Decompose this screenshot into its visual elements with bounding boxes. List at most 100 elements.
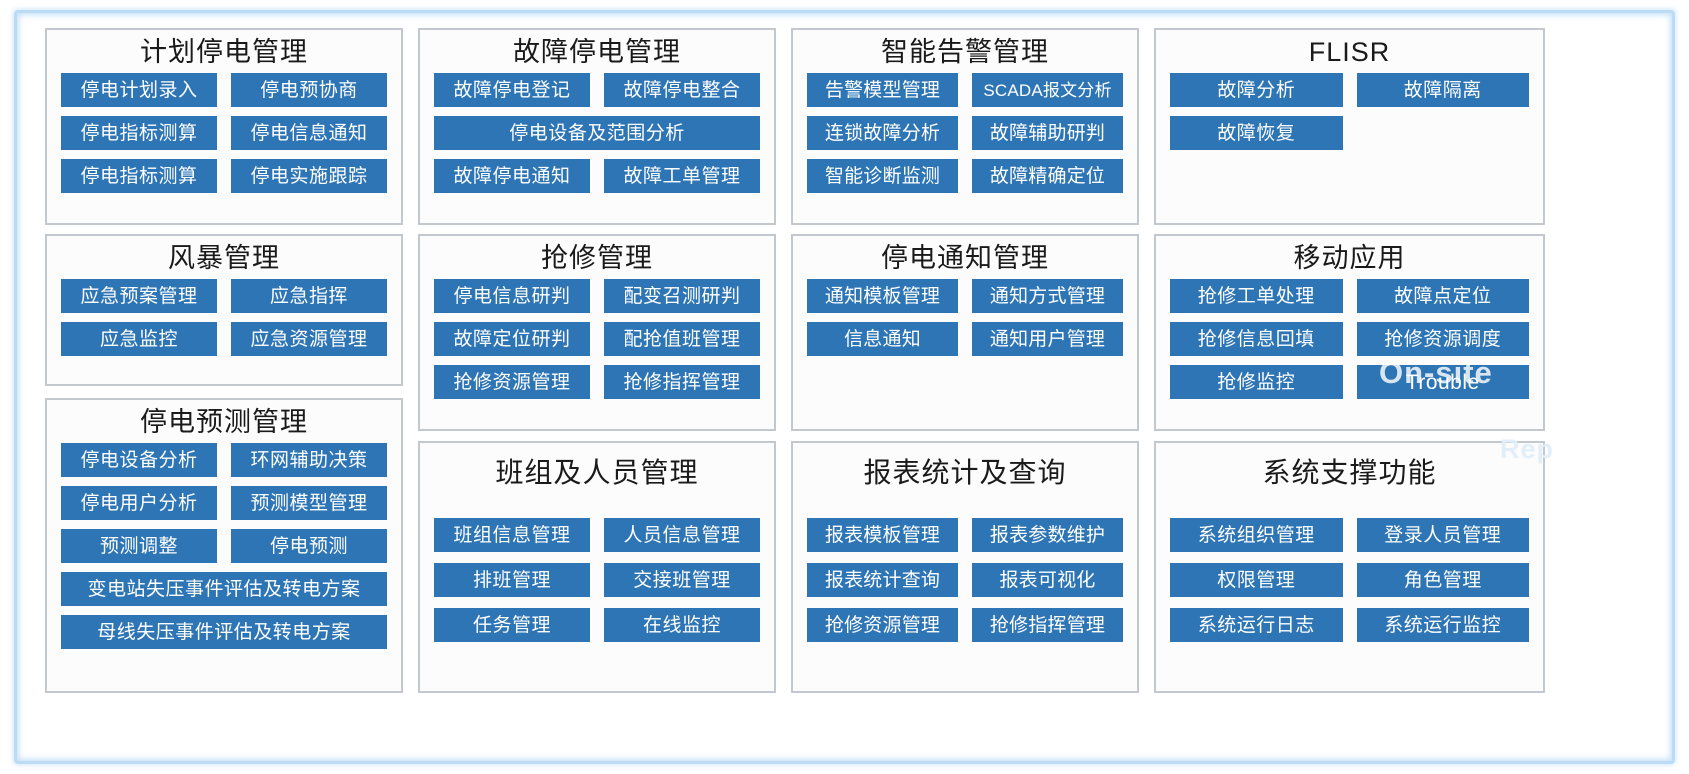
- module-button[interactable]: 抢修资源管理: [807, 608, 958, 643]
- module-button[interactable]: 停电指标测算: [61, 159, 217, 194]
- module-button[interactable]: 故障工单管理: [604, 159, 760, 194]
- panel-outage-forecast[interactable]: 停电预测管理 停电设备分析 环网辅助决策 停电用户分析 预测模型管理 预测调整 …: [45, 398, 403, 693]
- module-button[interactable]: 报表可视化: [972, 563, 1123, 598]
- module-button[interactable]: 故障停电整合: [604, 73, 760, 108]
- panel-title: 计划停电管理: [140, 37, 308, 67]
- module-button[interactable]: 智能诊断监测: [807, 159, 958, 194]
- module-button[interactable]: 报表参数维护: [972, 518, 1123, 553]
- panel-team-personnel[interactable]: 班组及人员管理 班组信息管理 人员信息管理 排班管理 交接班管理 任务管理 在线…: [418, 441, 776, 693]
- panel-outage-notice[interactable]: 停电通知管理 通知模板管理 通知方式管理 信息通知 通知用户管理: [791, 234, 1139, 431]
- module-button[interactable]: Trouble: [1356, 365, 1529, 400]
- module-button[interactable]: 抢修指挥管理: [972, 608, 1123, 643]
- module-button[interactable]: 抢修工单处理: [1170, 279, 1343, 314]
- panel-title: 系统支撑功能: [1262, 457, 1437, 488]
- module-button[interactable]: 抢修指挥管理: [604, 365, 760, 400]
- panel-title: 智能告警管理: [881, 37, 1049, 67]
- panel-title: 移动应用: [1293, 243, 1406, 273]
- module-button[interactable]: 故障停电通知: [434, 159, 590, 194]
- module-button[interactable]: 交接班管理: [604, 563, 760, 598]
- module-button[interactable]: 故障点定位: [1356, 279, 1529, 314]
- module-button[interactable]: 系统组织管理: [1170, 518, 1343, 553]
- module-button[interactable]: 应急资源管理: [231, 322, 387, 357]
- module-button[interactable]: 班组信息管理: [434, 518, 590, 553]
- module-button[interactable]: 故障定位研判: [434, 322, 590, 357]
- module-button[interactable]: 系统运行日志: [1170, 608, 1343, 643]
- module-button[interactable]: 环网辅助决策: [231, 443, 387, 478]
- button-grid: 班组信息管理 人员信息管理 排班管理 交接班管理 任务管理 在线监控: [420, 494, 774, 654]
- panel-title: 停电预测管理: [140, 407, 308, 437]
- panel-title: 风暴管理: [168, 243, 280, 273]
- module-button[interactable]: 报表统计查询: [807, 563, 958, 598]
- module-button[interactable]: 预测模型管理: [231, 486, 387, 521]
- module-button[interactable]: 停电用户分析: [61, 486, 217, 521]
- module-button[interactable]: 通知方式管理: [972, 279, 1123, 314]
- module-button[interactable]: 信息通知: [807, 322, 958, 357]
- panel-planned-outage[interactable]: 计划停电管理 停电计划录入 停电预协商 停电指标测算 停电信息通知 停电指标测算…: [45, 28, 403, 225]
- button-grid: 停电计划录入 停电预协商 停电指标测算 停电信息通知 停电指标测算 停电实施跟踪: [47, 73, 401, 205]
- button-grid: 停电设备分析 环网辅助决策 停电用户分析 预测模型管理 预测调整 停电预测 变电…: [47, 443, 401, 661]
- panel-title: FLISR: [1308, 37, 1391, 67]
- module-button[interactable]: 登录人员管理: [1356, 518, 1529, 553]
- module-button[interactable]: 停电信息研判: [434, 279, 590, 314]
- module-button[interactable]: 母线失压事件评估及转电方案: [61, 615, 387, 650]
- module-button[interactable]: 变电站失压事件评估及转电方案: [61, 572, 387, 607]
- panel-smart-alarm[interactable]: 智能告警管理 告警模型管理 SCADA报文分析 连锁故障分析 故障辅助研判 智能…: [791, 28, 1139, 225]
- module-button[interactable]: 角色管理: [1356, 563, 1529, 598]
- module-button[interactable]: 报表模板管理: [807, 518, 958, 553]
- module-button[interactable]: 停电设备分析: [61, 443, 217, 478]
- button-grid: 故障分析 故障隔离 故障恢复: [1156, 73, 1543, 162]
- module-button[interactable]: 停电信息通知: [231, 116, 387, 151]
- module-button[interactable]: 故障精确定位: [972, 159, 1123, 194]
- panel-title: 抢修管理: [541, 243, 653, 273]
- panel-flisr[interactable]: FLISR 故障分析 故障隔离 故障恢复: [1154, 28, 1545, 225]
- module-button[interactable]: 停电预测: [231, 529, 387, 564]
- button-grid: 系统组织管理 登录人员管理 权限管理 角色管理 系统运行日志 系统运行监控: [1156, 494, 1543, 654]
- module-button[interactable]: 通知用户管理: [972, 322, 1123, 357]
- module-button[interactable]: 停电设备及范围分析: [434, 116, 760, 151]
- module-button[interactable]: 停电预协商: [231, 73, 387, 108]
- module-button[interactable]: 抢修资源调度: [1356, 322, 1529, 357]
- module-button[interactable]: 应急指挥: [231, 279, 387, 314]
- module-button[interactable]: 任务管理: [434, 608, 590, 643]
- panel-system-support[interactable]: 系统支撑功能 系统组织管理 登录人员管理 权限管理 角色管理 系统运行日志 系统…: [1154, 441, 1545, 693]
- panel-mobile-app[interactable]: 移动应用 抢修工单处理 故障点定位 抢修信息回填 抢修资源调度 抢修监控 Tro…: [1154, 234, 1545, 431]
- panel-fault-outage[interactable]: 故障停电管理 故障停电登记 故障停电整合 停电设备及范围分析 故障停电通知 故障…: [418, 28, 776, 225]
- module-button[interactable]: 通知模板管理: [807, 279, 958, 314]
- panel-storm[interactable]: 风暴管理 应急预案管理 应急指挥 应急监控 应急资源管理: [45, 234, 403, 386]
- module-button[interactable]: 配抢值班管理: [604, 322, 760, 357]
- panel-title: 班组及人员管理: [495, 457, 699, 488]
- module-button[interactable]: 故障恢复: [1170, 116, 1343, 151]
- panel-repair[interactable]: 抢修管理 停电信息研判 配变召测研判 故障定位研判 配抢值班管理 抢修资源管理 …: [418, 234, 776, 431]
- module-button[interactable]: 应急监控: [61, 322, 217, 357]
- panel-title: 停电通知管理: [881, 243, 1049, 273]
- module-button[interactable]: 预测调整: [61, 529, 217, 564]
- module-button[interactable]: 停电指标测算: [61, 116, 217, 151]
- module-button[interactable]: 配变召测研判: [604, 279, 760, 314]
- panel-report-stats[interactable]: 报表统计及查询 报表模板管理 报表参数维护 报表统计查询 报表可视化 抢修资源管…: [791, 441, 1139, 693]
- button-grid: 应急预案管理 应急指挥 应急监控 应急资源管理: [47, 279, 401, 368]
- module-button[interactable]: 抢修信息回填: [1170, 322, 1343, 357]
- panel-title: 报表统计及查询: [863, 457, 1067, 488]
- module-button[interactable]: 抢修监控: [1170, 365, 1343, 400]
- module-button[interactable]: SCADA报文分析: [972, 73, 1123, 108]
- module-button[interactable]: 排班管理: [434, 563, 590, 598]
- module-button[interactable]: 在线监控: [604, 608, 760, 643]
- module-button[interactable]: 停电计划录入: [61, 73, 217, 108]
- module-button[interactable]: 故障分析: [1170, 73, 1343, 108]
- module-button[interactable]: 故障辅助研判: [972, 116, 1123, 151]
- module-button[interactable]: 应急预案管理: [61, 279, 217, 314]
- module-button[interactable]: 系统运行监控: [1356, 608, 1529, 643]
- module-button[interactable]: 抢修资源管理: [434, 365, 590, 400]
- module-button[interactable]: 告警模型管理: [807, 73, 958, 108]
- module-button[interactable]: 停电实施跟踪: [231, 159, 387, 194]
- button-grid: 停电信息研判 配变召测研判 故障定位研判 配抢值班管理 抢修资源管理 抢修指挥管…: [420, 279, 774, 411]
- button-grid: 抢修工单处理 故障点定位 抢修信息回填 抢修资源调度 抢修监控 Trouble: [1156, 279, 1543, 411]
- module-button[interactable]: 故障隔离: [1356, 73, 1529, 108]
- module-button[interactable]: 连锁故障分析: [807, 116, 958, 151]
- module-button[interactable]: 故障停电登记: [434, 73, 590, 108]
- module-button[interactable]: 人员信息管理: [604, 518, 760, 553]
- module-button[interactable]: 权限管理: [1170, 563, 1343, 598]
- panel-canvas: 计划停电管理 停电计划录入 停电预协商 停电指标测算 停电信息通知 停电指标测算…: [45, 28, 1545, 693]
- button-grid: 报表模板管理 报表参数维护 报表统计查询 报表可视化 抢修资源管理 抢修指挥管理: [793, 494, 1137, 654]
